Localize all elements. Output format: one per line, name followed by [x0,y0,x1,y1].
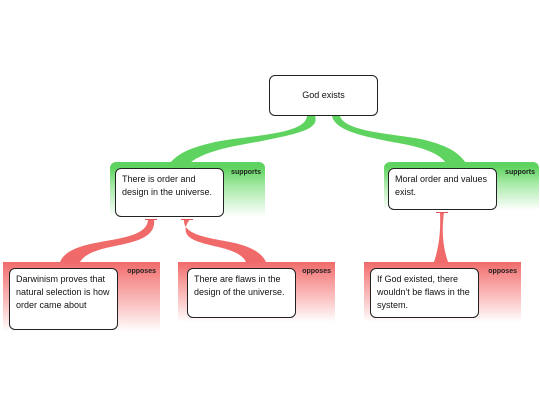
relation-label: opposes [488,268,517,275]
claim-text: Moral order and values exist. [395,174,488,197]
objection-text: If God existed, there wouldn't be flaws … [377,274,470,310]
oppose-connector-2 [183,219,266,262]
claim-node-1[interactable]: There is order and design in the univers… [115,168,224,217]
oppose-marker-2 [181,219,193,220]
relation-label: supports [505,169,535,176]
objection-text: There are flaws in the design of the uni… [194,274,285,297]
support-connector-1 [170,116,316,163]
objection-node-3[interactable]: If God existed, there wouldn't be flaws … [370,268,479,318]
root-claim-text: God exists [302,90,345,100]
oppose-marker-1 [145,219,157,220]
claim-node-2[interactable]: Moral order and values exist. [388,168,497,210]
support-connector-2 [332,116,466,163]
oppose-connector-3 [434,212,448,262]
root-claim-node[interactable]: God exists [269,75,378,116]
objection-node-2[interactable]: There are flaws in the design of the uni… [187,268,296,318]
claim-text: There is order and design in the univers… [122,174,213,197]
relation-label: supports [231,169,261,176]
oppose-connector-1 [60,219,155,262]
objection-node-1[interactable]: Darwinism proves that natural selection … [9,268,118,330]
relation-label: opposes [127,268,156,275]
objection-text: Darwinism proves that natural selection … [16,274,110,310]
relation-label: opposes [302,268,331,275]
oppose-marker-3 [436,212,448,213]
